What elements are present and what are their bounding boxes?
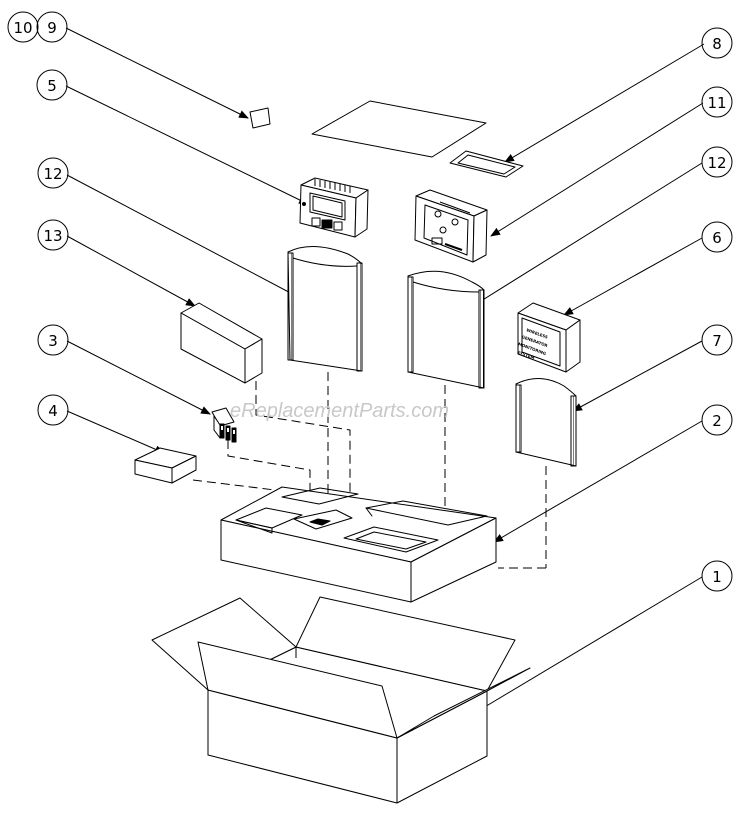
callout-12a-circle: [37, 157, 69, 189]
callout-2-label: 2: [712, 412, 722, 430]
callout-5-circle: [36, 69, 68, 101]
callout-6-label: 6: [712, 229, 722, 247]
callout-7-circle: [701, 324, 733, 356]
callout-10-label: 10: [13, 19, 32, 37]
callout-12-label: 12: [43, 165, 62, 183]
callout-9-label: 9: [47, 19, 57, 37]
callout-4-label: 4: [48, 402, 58, 420]
callout-11-label: 11: [707, 94, 726, 112]
callout-6-circle: [701, 221, 733, 253]
callout-3-circle: [37, 324, 69, 356]
callout-2-circle: [701, 404, 733, 436]
callout-5-label: 5: [47, 77, 57, 95]
callout-10-circle: [7, 11, 39, 43]
callout-11-circle: [701, 86, 733, 118]
part-12-bag-left: [287, 246, 363, 372]
callout-13-circle: [37, 219, 69, 251]
callout-1-circle: [701, 560, 733, 592]
callout-3-label: 3: [48, 332, 58, 350]
callout-labels: 10 9 5 12 13 3 4 8 11 12 6 7 2 1: [13, 19, 726, 586]
part-2-foam-tray: [220, 486, 497, 603]
part-5-monitor: [299, 177, 369, 238]
part-13-block: [180, 302, 263, 384]
svg-text:SYSTEM: SYSTEM: [517, 349, 536, 360]
callout-9-circle: [36, 11, 68, 43]
part-11-bracket: [414, 189, 488, 263]
module-printed-label: WIRELESS GENERATOR MONITORING SYSTEM: [517, 327, 549, 360]
part-12-bag-right: [407, 270, 485, 389]
callout-circles: [7, 11, 733, 592]
part-1-carton: [151, 596, 531, 804]
part-7-bag: [515, 378, 577, 467]
callout-7-label: 7: [712, 332, 722, 350]
callout-12b-circle: [701, 146, 733, 178]
part-9-card: [249, 107, 271, 129]
callout-4-circle: [37, 394, 69, 426]
callout-1-label: 1: [712, 568, 722, 586]
leader-lines: [65, 27, 705, 718]
part-6-module: [517, 302, 581, 373]
callout-13-label: 13: [43, 227, 62, 245]
part-3-connector: [211, 407, 237, 443]
callout-8-label: 8: [712, 35, 722, 53]
watermark-text: eReplacementParts.com: [230, 400, 449, 422]
part-4-box: [134, 447, 197, 484]
callout-12-label-right: 12: [707, 154, 726, 172]
part-8-gasket: [449, 150, 524, 178]
callout-8-circle: [701, 27, 733, 59]
part-10-sheet: [311, 100, 487, 158]
